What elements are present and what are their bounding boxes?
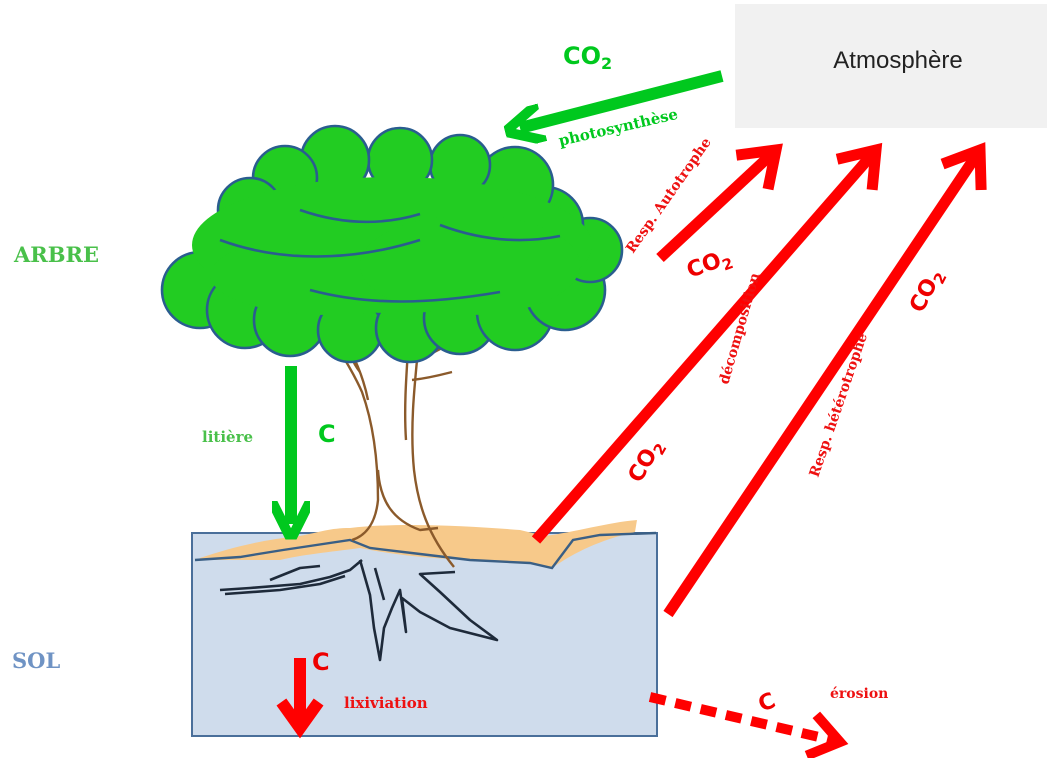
litter-layer [200, 520, 637, 568]
leaching-label: lixiviation [344, 694, 428, 712]
tree-canopy [160, 124, 624, 364]
leaching-arrow [276, 658, 324, 739]
photosynthesis-gas-label: CO2 [563, 42, 612, 73]
photosynthesis-arrow [520, 70, 724, 128]
autotrophic-label: Resp. Autotrophe [623, 135, 715, 256]
heterotrophic-gas-label: CO2 [905, 265, 951, 318]
autotrophic-respiration-arrow [656, 143, 783, 263]
atmosphere-box [735, 4, 1047, 128]
erosion-arrow [648, 692, 849, 758]
red-arrows [276, 142, 987, 758]
leaching-element-label: C [312, 648, 330, 676]
atmosphere-label: Atmosphère [833, 47, 962, 74]
tree-roots [219, 559, 499, 662]
erosion-label: érosion [830, 686, 888, 702]
decomposition-gas-label: CO2 [624, 435, 671, 488]
decomposition-arrow [531, 142, 883, 544]
tree-label: ARBRE [13, 242, 99, 267]
litter-element-label: C [318, 420, 336, 448]
litter-label: litière [202, 428, 253, 446]
erosion-element-label: C [755, 688, 779, 717]
heterotrophic-respiration-arrow [663, 142, 987, 618]
soil-label: SOL [12, 648, 60, 673]
autotrophic-gas-label: CO2 [684, 245, 736, 287]
soil-box [191, 532, 658, 737]
